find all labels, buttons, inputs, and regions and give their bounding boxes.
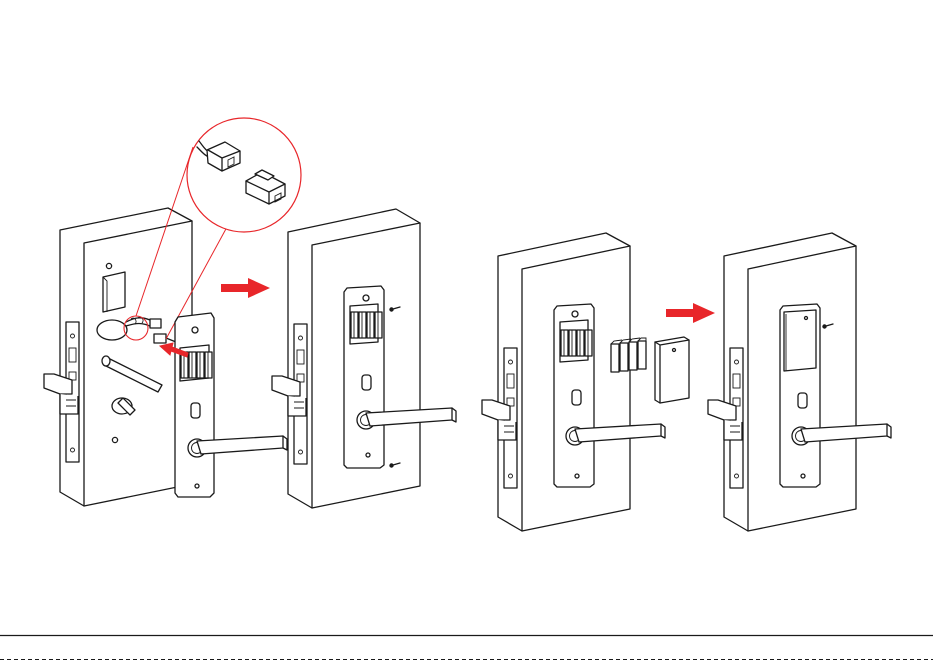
step-4-close-battery-cover bbox=[708, 233, 891, 531]
step-1-connect-cable bbox=[44, 118, 301, 506]
arrow-step-3-to-4 bbox=[666, 303, 715, 323]
battery-cover bbox=[655, 337, 689, 403]
step-3-insert-batteries bbox=[482, 233, 689, 531]
arrow-step-1-to-2 bbox=[221, 278, 270, 298]
step-2-fix-screws bbox=[272, 209, 456, 508]
lock-body-step-1 bbox=[175, 313, 287, 497]
